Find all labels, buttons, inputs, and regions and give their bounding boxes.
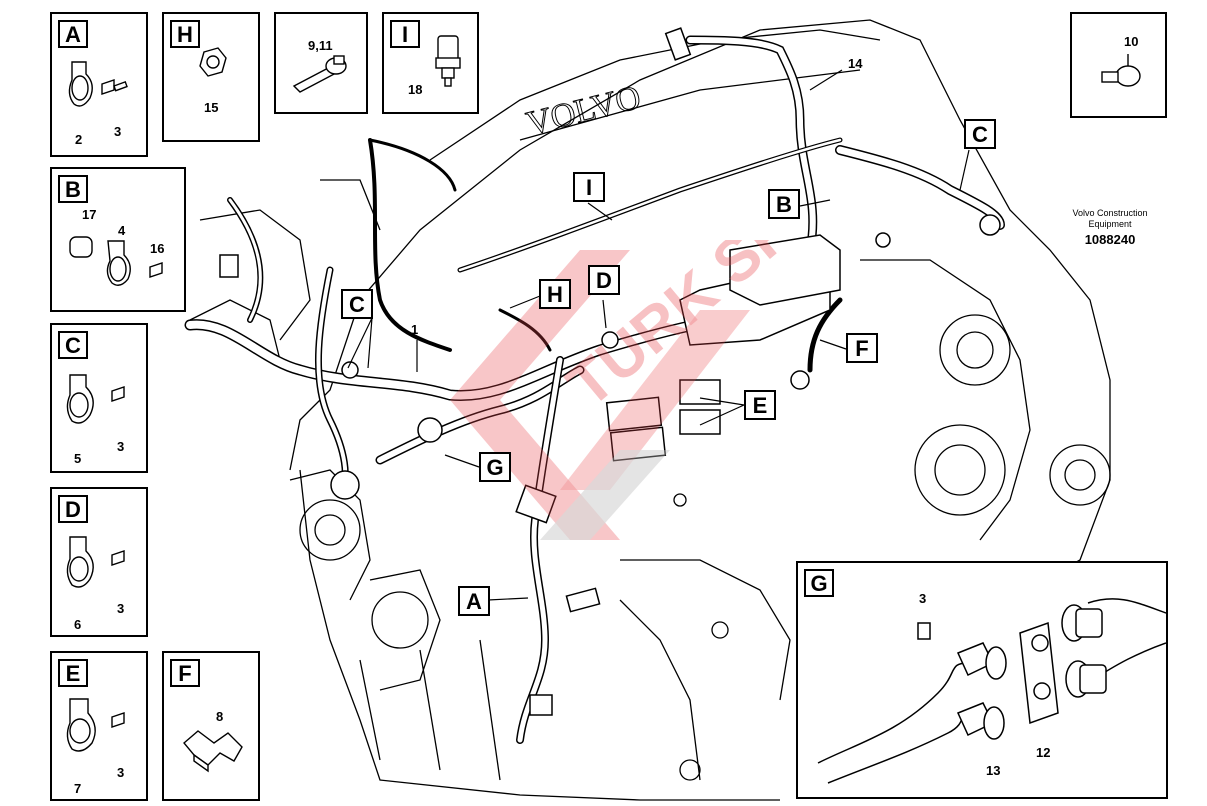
panel-h-part-1: 15: [204, 100, 219, 115]
panel-e-part-1: 7: [74, 781, 82, 796]
panel-a-part-1: 2: [75, 132, 83, 147]
panel-g-part-2: 13: [986, 763, 1001, 778]
callout-c-right: C: [964, 119, 996, 149]
detail-panel-f: F 8: [162, 651, 260, 801]
document-number: 1088240: [1084, 232, 1136, 247]
callout-e: E: [744, 390, 776, 420]
callout-b: B: [768, 189, 800, 219]
panel-e-part-2: 3: [117, 765, 125, 780]
panel-a-letter: A: [58, 20, 88, 48]
detail-panel-b: B 17 4 16: [50, 167, 186, 312]
nut-icon: [199, 47, 227, 77]
detail-panel-clamp-10: 10: [1070, 12, 1167, 118]
callout-h: H: [539, 279, 571, 309]
panel-b-part-1: 17: [82, 207, 97, 222]
clamp-bolt-icon: [66, 374, 125, 424]
panel-b-part-3: 16: [150, 241, 165, 256]
detail-panel-d: D 6 3: [50, 487, 148, 637]
detail-panel-h: H 15: [162, 12, 260, 142]
panel-tie-part-1: 9,11: [308, 38, 333, 53]
sensor-plug-icon: [435, 35, 461, 87]
clamp-bolt-icon: [66, 536, 125, 588]
panel-g-part-1: 3: [919, 591, 927, 606]
volvo-engraving: VOLVO: [523, 79, 644, 143]
panel-f-part-1: 8: [216, 709, 224, 724]
panel-h-letter: H: [170, 20, 200, 48]
panel-i-letter: I: [390, 20, 420, 48]
detail-panel-i: I 18: [382, 12, 479, 114]
clamp-spacer-bolt-icon: [69, 236, 163, 286]
detail-panel-c: C 5 3: [50, 323, 148, 473]
panel-c-part-2: 3: [117, 439, 125, 454]
callout-a: A: [458, 586, 490, 616]
clamp-bolt-icon: [68, 61, 128, 107]
label-harness-1: 1: [411, 322, 419, 337]
panel-c-part-1: 5: [74, 451, 82, 466]
detail-panel-g: G 3 13 12: [796, 561, 1168, 799]
panel-d-part-1: 6: [74, 617, 82, 632]
panel-c-letter: C: [58, 331, 88, 359]
publisher-company: Volvo Construction Equipment: [1072, 208, 1148, 229]
detail-panel-e: E 7 3: [50, 651, 148, 801]
panel-b-letter: B: [58, 175, 88, 203]
panel-10-part-1: 10: [1124, 34, 1139, 49]
callout-g: G: [479, 452, 511, 482]
panel-b-part-2: 4: [118, 223, 126, 238]
cable-tie-icon: [292, 55, 347, 93]
callout-d: D: [588, 265, 620, 295]
detail-panel-a: A 2 3: [50, 12, 148, 157]
panel-e-letter: E: [58, 659, 88, 687]
panel-d-letter: D: [58, 495, 88, 523]
callout-f: F: [846, 333, 878, 363]
label-harness-14: 14: [848, 56, 863, 71]
hose-clamp-icon: [1101, 54, 1141, 87]
clip-icon: [183, 730, 243, 773]
detail-panel-cable-tie: 9,11: [274, 12, 368, 114]
panel-i-part-1: 18: [408, 82, 423, 97]
panel-g-part-3: 12: [1036, 745, 1051, 760]
connector-bracket-icon: [817, 598, 1166, 784]
callout-i: I: [573, 172, 605, 202]
clamp-bolt-icon: [66, 698, 125, 752]
panel-a-part-2: 3: [114, 124, 122, 139]
callout-c-left: C: [341, 289, 373, 319]
panel-f-letter: F: [170, 659, 200, 687]
panel-d-part-2: 3: [117, 601, 125, 616]
panel-g-letter: G: [804, 569, 834, 597]
